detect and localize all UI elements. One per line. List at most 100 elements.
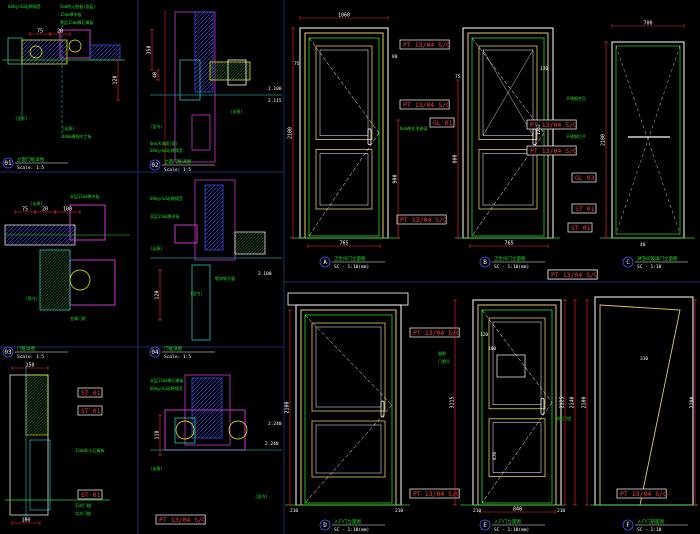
st-tag: ST 01	[575, 205, 595, 213]
frame	[179, 59, 201, 101]
lower-panel-inner	[319, 153, 369, 206]
dim: 210	[395, 508, 403, 514]
dim: 20	[42, 207, 48, 213]
glass-panel	[615, 45, 681, 235]
dim: 2100	[582, 396, 588, 408]
elevation-b-title-number-circle	[479, 256, 491, 268]
door-leaf	[481, 309, 553, 504]
detail-03-title-number-circle	[2, 346, 14, 358]
elevation-b-title-title: 卫生间门立面图	[494, 255, 526, 262]
frame-profile	[69, 204, 106, 241]
door-handle	[380, 400, 385, 418]
room-number-plate	[496, 354, 526, 378]
pt-tag-box	[396, 214, 447, 225]
infill	[39, 249, 71, 311]
upper-panel	[488, 317, 546, 410]
elevation-c-title-title: 淋浴间玻璃门立面图	[637, 255, 678, 262]
dim: 765	[504, 241, 513, 247]
dim: 870	[492, 452, 498, 460]
stone-sill	[209, 61, 251, 81]
door-handle	[367, 128, 372, 146]
elevation-e-title-scale: SC - 1:10(mm)	[494, 527, 529, 533]
st01-tag-box	[77, 489, 103, 500]
st01-tag: ST 01	[81, 407, 101, 415]
pt-tag: PT 13/04 S/C	[530, 147, 577, 155]
st-tag: ST 01	[571, 224, 591, 232]
leaf-profile	[191, 114, 211, 151]
dim: 2100	[690, 396, 696, 408]
gl-tag: GL 01	[433, 119, 453, 127]
dim: 2.115	[268, 98, 282, 104]
detail-03-title-title: 门框详图	[17, 345, 35, 352]
dim: 900	[393, 174, 399, 183]
door-handle	[540, 397, 545, 415]
st-tag-box	[567, 222, 593, 233]
door-leaf	[304, 314, 393, 504]
door-leaf	[471, 37, 545, 237]
glass-hatch	[482, 49, 534, 136]
header-profile	[227, 59, 247, 86]
dim: 1060	[338, 13, 350, 19]
pt-tag: PT 13/04 S/C	[530, 121, 577, 129]
detail-04-title-number-circle	[149, 346, 161, 358]
insulation	[191, 377, 223, 439]
note: 5mm防火胶板(面层)	[60, 3, 96, 9]
gl-tag-box	[429, 117, 455, 128]
gl-tag-box	[571, 172, 597, 183]
callout-circle	[175, 420, 195, 440]
dim: 75	[37, 29, 43, 35]
dim: 765	[339, 241, 348, 247]
dim: 75	[22, 207, 28, 213]
note: (走廊)	[150, 465, 163, 471]
note: (走廊)	[62, 125, 75, 131]
insulation	[194, 11, 214, 93]
insulation	[204, 184, 224, 251]
dim: 2.240	[265, 441, 279, 447]
elevation-f-title-number: F	[626, 522, 630, 529]
swing-line	[308, 132, 380, 237]
upper-panel	[311, 322, 386, 412]
elevation-b-title-number: B	[483, 259, 487, 266]
dim: 2125	[560, 396, 566, 408]
upper-panel-inner	[482, 49, 534, 136]
section-details	[2, 10, 282, 520]
dim: 210	[473, 508, 481, 514]
pt-tag-box	[526, 145, 577, 156]
gl-tag: GL 03	[575, 174, 595, 182]
note: (室内)	[150, 123, 163, 129]
frame-profile	[174, 224, 198, 244]
dim: 120	[155, 290, 161, 299]
pt-tag-box	[409, 488, 460, 499]
wall-infill	[234, 231, 266, 255]
detail-02-title-number: 02	[151, 162, 159, 169]
note: 18mm厚细木工板	[62, 133, 92, 139]
detail-04-title-number: 04	[151, 349, 159, 356]
dim: 350	[147, 45, 153, 54]
dim: 120	[540, 66, 548, 72]
dim: 3115	[450, 396, 456, 408]
note: 60kg/m3岩棉隔音	[8, 3, 41, 9]
note: 双层15mm厚夹板	[150, 213, 180, 219]
note: 60kg/m3岩棉隔音	[150, 147, 183, 153]
elevation-e-title-number: E	[483, 522, 487, 529]
detail-03-title-number: 03	[4, 349, 12, 356]
swing-line	[481, 309, 553, 403]
note: 13mm防火石膏板	[75, 447, 105, 453]
st01-tag: ST 01	[81, 389, 101, 397]
pt-tag: PT 13/04 S/C	[159, 516, 206, 524]
dim: 2100	[601, 134, 607, 146]
note: 门牌号	[438, 358, 450, 364]
dim: 120	[480, 332, 488, 338]
pt-tag: PT 13/04 S/C	[413, 490, 460, 498]
dim: 2.100	[268, 86, 282, 92]
swing-line	[471, 37, 545, 134]
dim: 210	[557, 508, 565, 514]
lower-panel-inner	[315, 424, 382, 474]
note: 不锈钢拉手	[566, 133, 586, 139]
detail-01-title-number-circle	[2, 157, 14, 169]
dim: 100	[488, 346, 496, 352]
note: (室外)	[15, 115, 28, 121]
elevation-f-title-scale: SC - 1:10	[637, 527, 662, 533]
